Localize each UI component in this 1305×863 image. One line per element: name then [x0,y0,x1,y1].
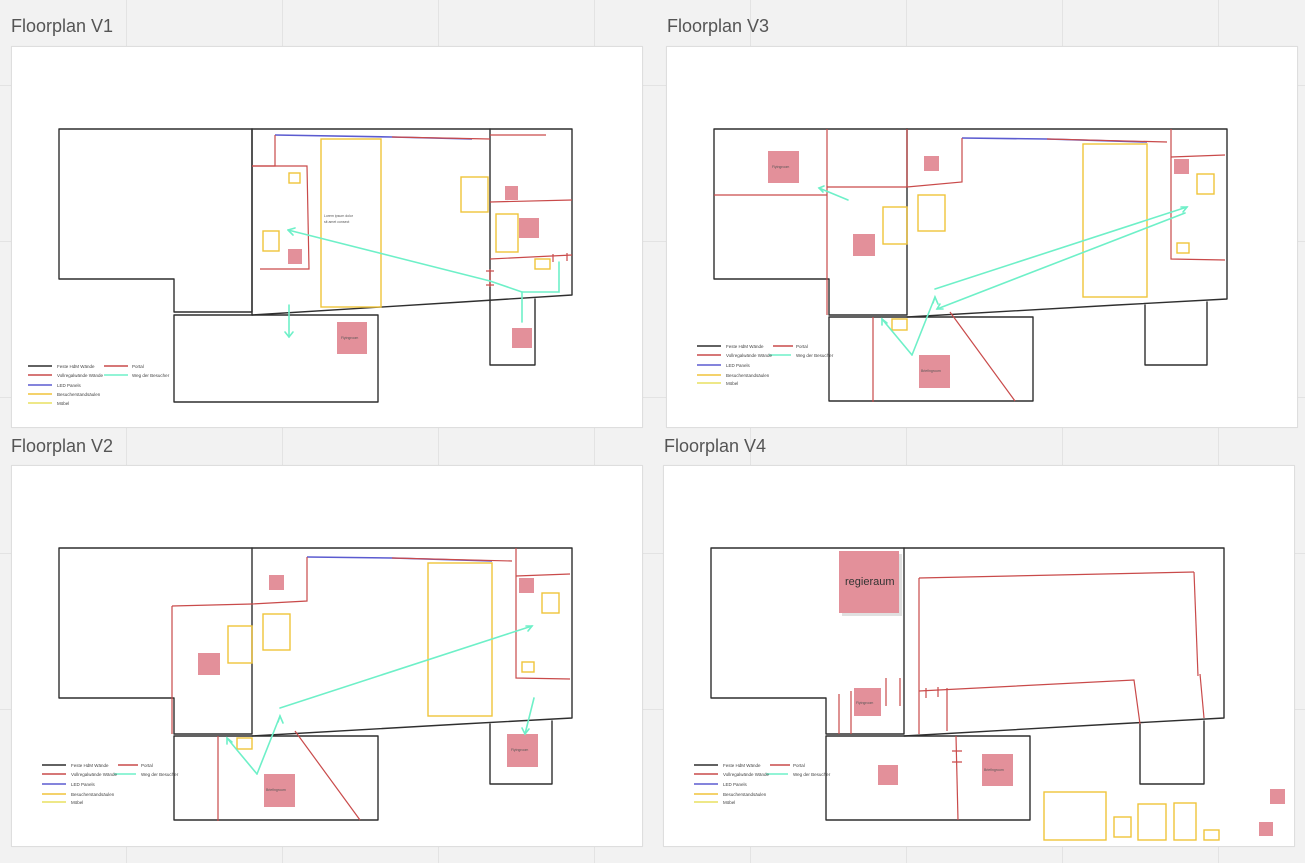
svg-text:Portal: Portal [141,763,153,768]
sticky-label-v1: Flyingroom [341,336,358,340]
svg-text:Möbel: Möbel [723,800,735,805]
svg-text:LED Panels: LED Panels [723,782,748,787]
sticky-flyingroom-v1 [337,322,367,354]
svg-text:Besucherstandsäulen: Besucherstandsäulen [726,373,770,378]
sticky-label-v2-flyingroom: Flyingroom [511,748,528,752]
frame-title-v2: Floorplan V2 [11,436,114,456]
frame-title-v3: Floorplan V3 [667,16,770,36]
svg-text:Möbel: Möbel [726,381,738,386]
floorplan-drawing-v1: Lorem ipsum dolor sit amet consect Flyin… [28,128,573,406]
svg-text:Besucherstandsäulen: Besucherstandsäulen [723,792,767,797]
svg-text:Weg der Besucher: Weg der Besucher [141,772,179,777]
frame-title-v4: Floorplan V4 [664,436,767,456]
svg-text:Portal: Portal [793,763,805,768]
svg-text:LED Panels: LED Panels [726,363,751,368]
sticky-label-v2-briefing: Briefingroom [266,788,286,792]
svg-text:Vollregalwände Wände: Vollregalwände Wände [57,373,104,378]
frame-title-v1: Floorplan V1 [11,16,114,36]
svg-text:Vollregalwände Wände: Vollregalwände Wände [726,353,773,358]
floorplan-frame-v2[interactable]: Briefingroom Flyingroom Feste HdM Wände … [11,465,643,847]
svg-text:Weg der Besucher: Weg der Besucher [796,353,834,358]
svg-text:Vollregalwände Wände: Vollregalwände Wände [723,772,770,777]
sticky-label-v3-flyingroom: Flyingroom [772,165,789,169]
svg-text:LED Panels: LED Panels [71,782,96,787]
svg-text:Möbel: Möbel [71,800,83,805]
sticky-label-v3-briefing: Briefingroom [921,369,941,373]
svg-text:Möbel: Möbel [57,401,69,406]
floorplan-drawing-v3: Flyingroom Briefingroom Feste HdM [697,128,1228,402]
svg-text:Feste HdM Wände: Feste HdM Wände [71,763,109,768]
svg-text:Feste HdM Wände: Feste HdM Wände [57,364,95,369]
sticky-regieraum [839,551,899,613]
svg-text:Weg der Besucher: Weg der Besucher [132,373,170,378]
svg-text:sit amet consect: sit amet consect [324,220,349,224]
floorplan-frame-v3[interactable]: Flyingroom Briefingroom Feste HdM [666,46,1298,428]
svg-text:Vollregalwände Wände: Vollregalwände Wände [71,772,118,777]
svg-text:Feste HdM Wände: Feste HdM Wände [726,344,764,349]
floorplan-frame-v4[interactable]: regieraum Flyingroom Briefingroom Feste … [663,465,1295,847]
sticky-label-regieraum: regieraum [845,576,895,588]
svg-text:LED Panels: LED Panels [57,383,82,388]
floorplan-drawing-v4: regieraum Flyingroom Briefingroom Feste … [694,547,1285,841]
svg-text:Besucherstandsäulen: Besucherstandsäulen [57,392,101,397]
svg-text:Besucherstandsäulen: Besucherstandsäulen [71,792,115,797]
floorplan-frame-v1[interactable]: Lorem ipsum dolor sit amet consect Flyin… [11,46,643,428]
svg-text:Lorem ipsum dolor: Lorem ipsum dolor [324,214,354,218]
svg-text:Portal: Portal [132,364,144,369]
svg-text:Feste HdM Wände: Feste HdM Wände [723,763,761,768]
sticky-label-v4-flyingroom: Flyingroom [856,701,873,705]
svg-text:Portal: Portal [796,344,808,349]
floorplan-drawing-v2: Briefingroom Flyingroom Feste HdM Wände … [42,547,573,821]
sticky-label-v4-briefing: Briefingroom [984,768,1004,772]
svg-text:Weg der Besucher: Weg der Besucher [793,772,831,777]
